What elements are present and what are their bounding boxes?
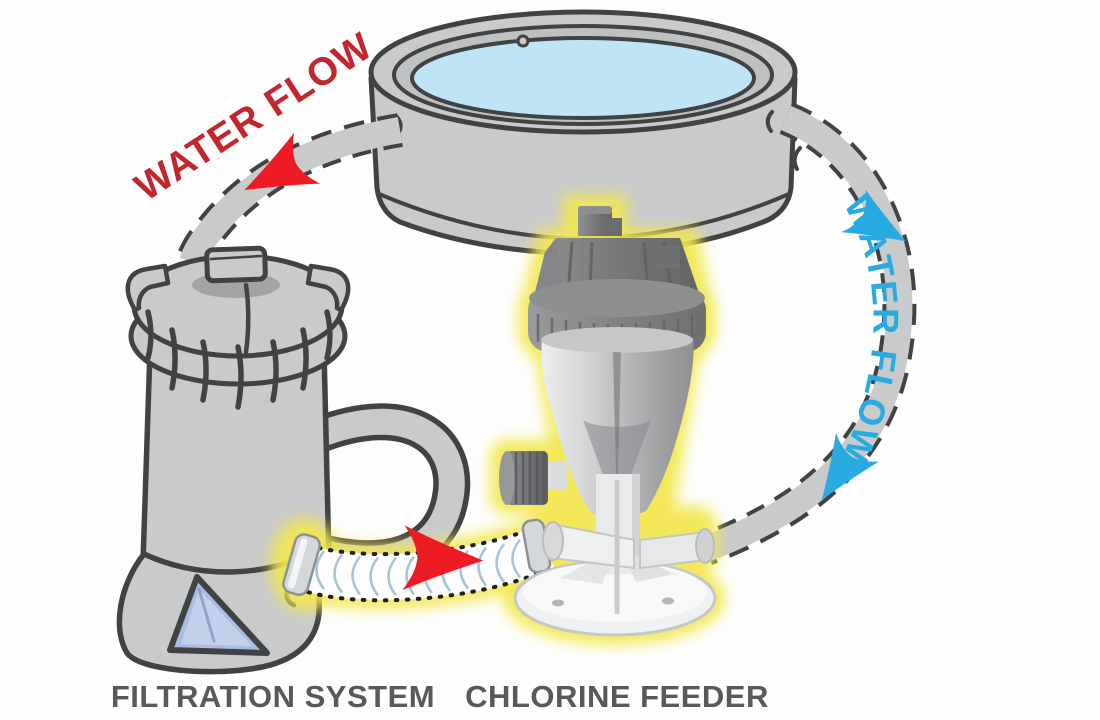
- chlorine-feeder: [499, 206, 717, 637]
- corrugated-hose-dotted-bottom: [296, 568, 548, 603]
- filter-handle-loop: [297, 403, 471, 578]
- chlorine-feeder-label: CHLORINE FEEDER: [465, 679, 769, 714]
- pool-water: [410, 36, 756, 120]
- feeder-tank-body: [541, 327, 694, 519]
- pool: [368, 9, 802, 257]
- pool-valve: [516, 34, 530, 48]
- pool-right-port-mark: [765, 110, 802, 171]
- hose-left-body: [179, 117, 403, 267]
- corrugated-hose-ribs: [315, 538, 522, 597]
- feeder-side-knob: [499, 451, 567, 505]
- filter-lid-seam: [243, 282, 251, 355]
- feeder-base: [513, 474, 717, 637]
- hose-collar-left: [282, 533, 321, 596]
- filter-band-clips: [145, 309, 333, 410]
- hose-right-body: [701, 105, 913, 562]
- filter-top-cap: [192, 245, 280, 298]
- feeder-top-knob: [578, 206, 622, 236]
- hose-pool-to-filter: [175, 113, 403, 268]
- filtration-system-label: FILTRATION SYSTEM: [111, 679, 435, 714]
- filter-ear-tabs: [125, 263, 351, 313]
- filter-sight-window: [167, 574, 270, 656]
- hose-right: [699, 102, 917, 565]
